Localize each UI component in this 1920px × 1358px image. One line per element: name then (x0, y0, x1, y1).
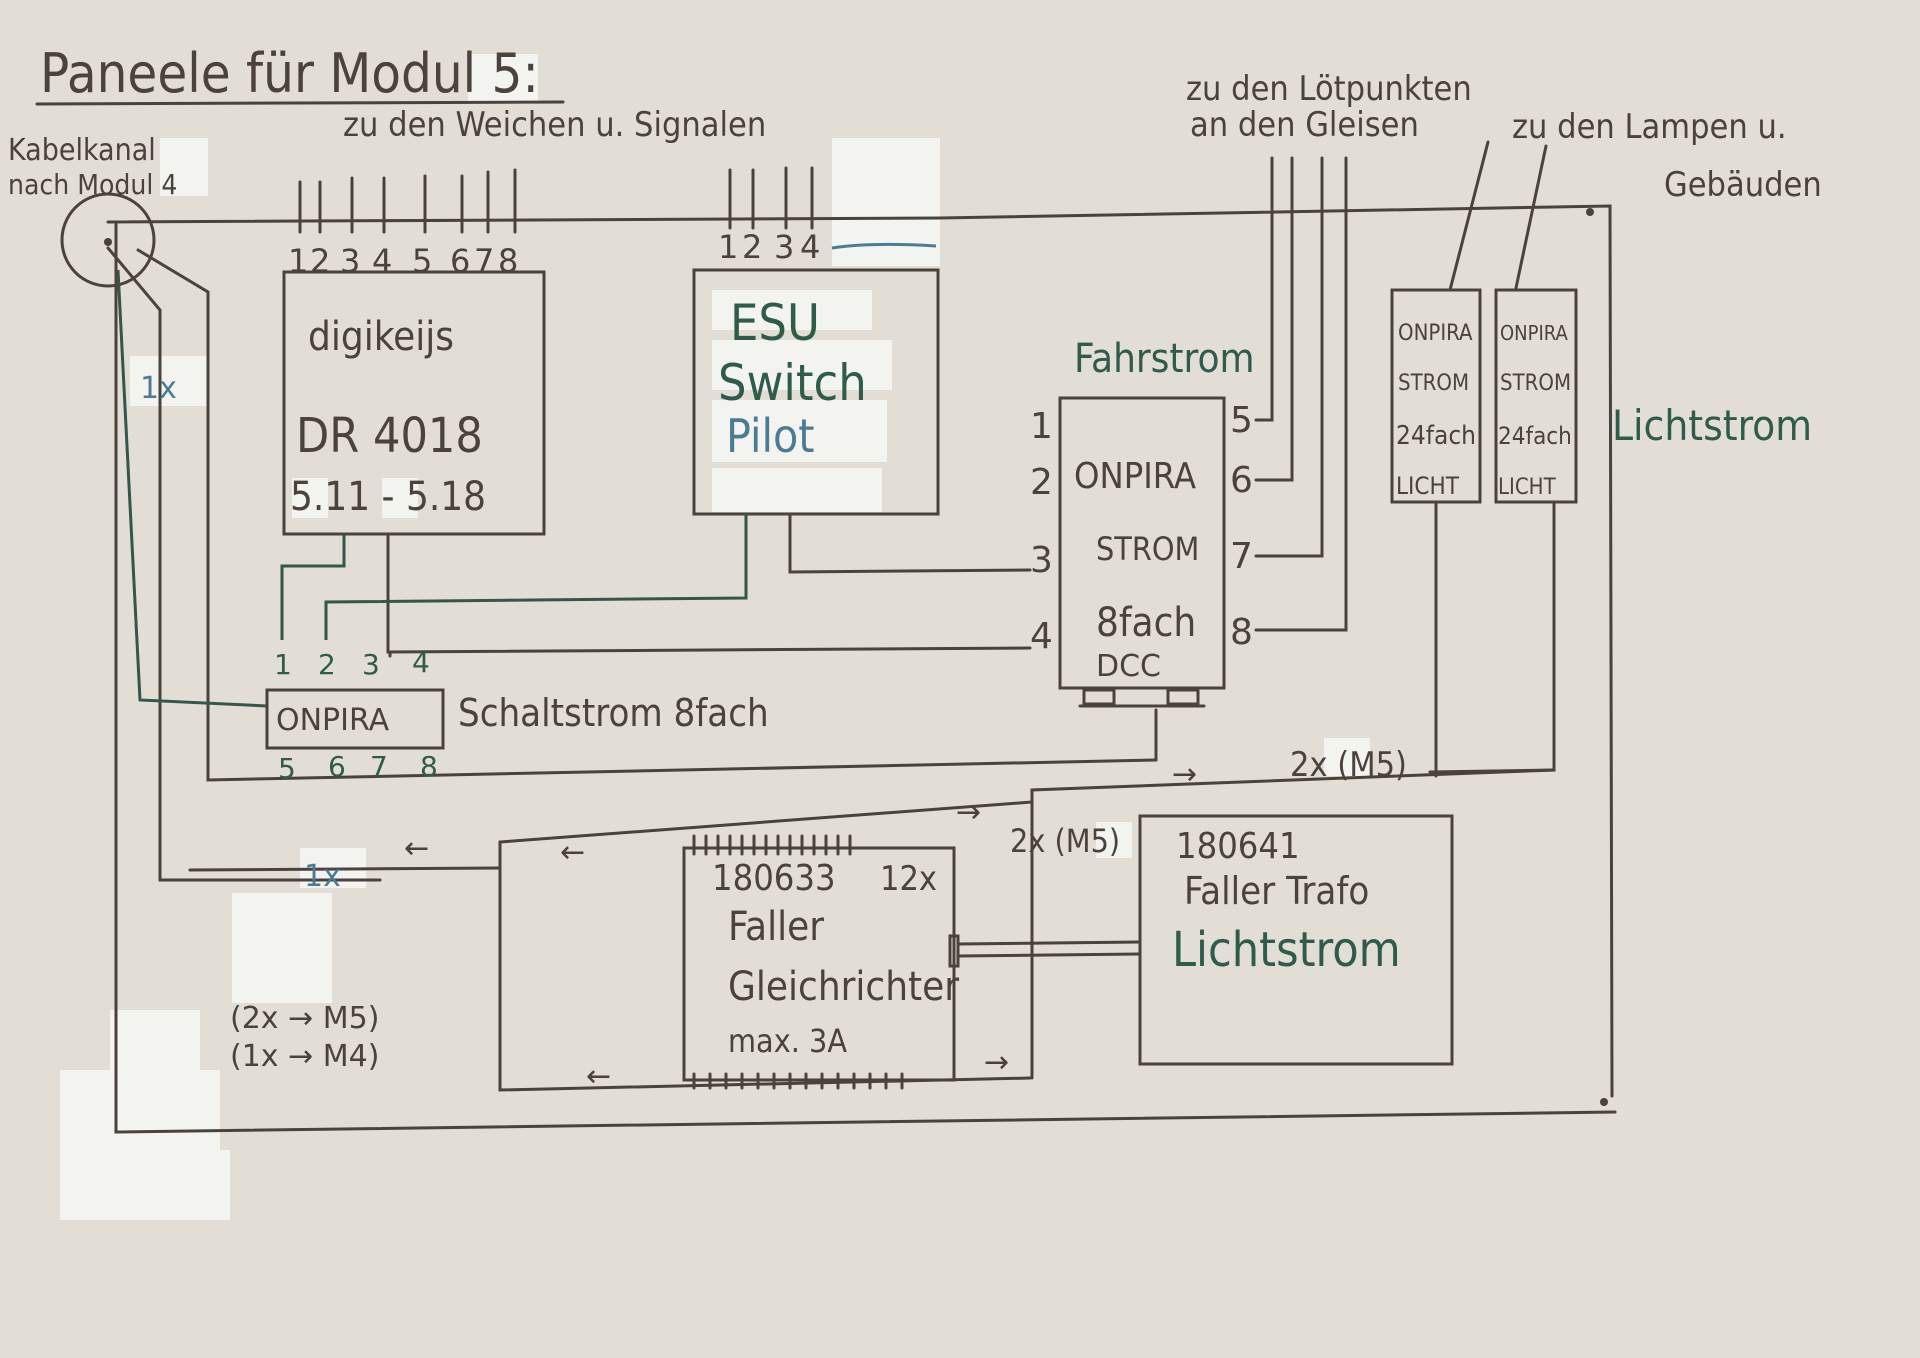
arrow-right: → (984, 1045, 1009, 1080)
schaltstrom-label: Schaltstrom 8fach (458, 691, 769, 735)
port-label: 7 (370, 750, 388, 783)
esu-line3: Pilot (726, 409, 814, 463)
port-label: 8 (498, 242, 518, 280)
port-label: 4 (800, 228, 820, 266)
port-label: 4 (372, 242, 392, 280)
licht-line1: ONPIRA (1500, 321, 1568, 345)
fahrstrom-line2: STROM (1096, 530, 1199, 568)
digikeijs-addresses: 5.11 - 5.18 (290, 474, 486, 520)
esu-line2: Switch (718, 354, 867, 412)
port-label: 4 (412, 646, 430, 679)
cable-channel-label-1: Kabelkanal (8, 133, 156, 168)
port-label: 7 (474, 242, 494, 280)
licht-line2: STROM (1500, 371, 1571, 396)
licht-line3: 24fach (1396, 421, 1476, 451)
cable-channel-circle (60, 192, 156, 288)
onpira-schaltstrom: 1 2 3 4 ONPIRA Schaltstrom 8fach 5 6 7 8 (265, 646, 769, 785)
lamps-label-2: Gebäuden (1664, 165, 1822, 205)
esu-switch-pilot: 1 2 3 4 ESU Switch Pilot (692, 228, 940, 516)
port-label: 1 (288, 242, 308, 280)
trafo-line2: Lichtstrom (1172, 922, 1401, 978)
gleichrichter-part: 180633 (712, 858, 836, 899)
licht-line4: LICHT (1498, 475, 1557, 500)
port-label: 2 (318, 648, 336, 681)
licht-line2: STROM (1398, 371, 1469, 396)
port-label: 8 (1230, 612, 1253, 653)
digikeijs-dr4018: 1 2 3 4 5 6 7 8 digikeijs DR 4018 5.11 -… (282, 242, 546, 536)
port-label: 6 (328, 750, 346, 783)
licht-line3: 24fach (1498, 422, 1572, 450)
onpira-licht-1: ONPIRA STROM 24fach LICHT (1390, 288, 1482, 504)
track-label-2: an den Gleisen (1190, 105, 1419, 145)
turnout-wires (298, 166, 814, 234)
track-label-1: zu den Lötpunkten (1186, 69, 1472, 109)
port-label: 2 (742, 228, 762, 266)
port-label: 8 (420, 750, 438, 783)
port-label: 3 (774, 228, 794, 266)
gleichrichter-line3: max. 3A (728, 1022, 847, 1060)
faller-trafo: 180641 Faller Trafo Lichtstrom (1138, 814, 1454, 1066)
arrow-right: → (956, 795, 981, 830)
gleichrichter-count: 12x (880, 859, 937, 899)
licht-line1: ONPIRA (1398, 321, 1473, 346)
port-label: 3 (362, 648, 380, 681)
note-m4: (1x → M4) (230, 1039, 379, 1074)
port-label: 6 (1230, 460, 1253, 501)
cable-count-1x: 1x (140, 371, 177, 406)
port-label: 5 (1230, 400, 1253, 441)
turnouts-label: zu den Weichen u. Signalen (343, 105, 766, 145)
port-label: 3 (1030, 540, 1053, 581)
onpira-licht-2: ONPIRA STROM 24fach LICHT (1494, 288, 1578, 504)
lichtstrom-label: Lichtstrom (1612, 401, 1812, 450)
digikeijs-model: DR 4018 (296, 408, 483, 464)
licht-line4: LICHT (1396, 472, 1460, 500)
arrow-left: ← (560, 835, 585, 870)
fahrstrom-line3: 8fach (1096, 600, 1196, 646)
faller-gleichrichter: 180633 12x Faller Gleichrichter max. 3A (682, 834, 960, 1090)
port-label: 1 (274, 648, 292, 681)
arrow-right: → (1172, 757, 1197, 792)
one-x-label: 1x (304, 859, 341, 894)
lamps-label-1: zu den Lampen u. (1512, 107, 1787, 147)
trafo-part: 180641 (1176, 826, 1300, 867)
schaltstrom-box-label: ONPIRA (276, 703, 390, 738)
esu-line1: ESU (730, 294, 820, 352)
fahrstrom-label: Fahrstrom (1074, 336, 1255, 382)
port-label: 3 (340, 242, 360, 280)
arrow-left: ← (404, 831, 429, 866)
port-label: 7 (1230, 536, 1253, 577)
port-label: 5 (412, 242, 432, 280)
port-label: 1 (718, 228, 738, 266)
gleichrichter-line1: Faller (728, 904, 824, 950)
trafo-line1: Faller Trafo (1184, 869, 1369, 913)
fahrstrom-line4: DCC (1096, 649, 1161, 684)
port-label: 4 (1030, 616, 1053, 657)
m5-right-label: 2x (M5) (1290, 745, 1407, 785)
port-label: 1 (1030, 406, 1053, 447)
port-label: 2 (310, 242, 330, 280)
onpira-fahrstrom: Fahrstrom 1 2 3 4 5 6 7 8 ONPIRA STROM 8… (1030, 336, 1255, 762)
port-label: 6 (450, 242, 470, 280)
gleichrichter-line2: Gleichrichter (728, 964, 959, 1010)
fahrstrom-line1: ONPIRA (1074, 456, 1196, 497)
note-m5: (2x → M5) (230, 1001, 379, 1036)
port-label: 2 (1030, 462, 1053, 503)
page-title: Paneele für Modul 5: (40, 42, 539, 105)
port-label: 5 (278, 752, 296, 785)
digikeijs-brand: digikeijs (308, 314, 454, 360)
arrow-left: ← (586, 1059, 611, 1094)
m5-mid-label: 2x (M5) (1010, 822, 1120, 860)
